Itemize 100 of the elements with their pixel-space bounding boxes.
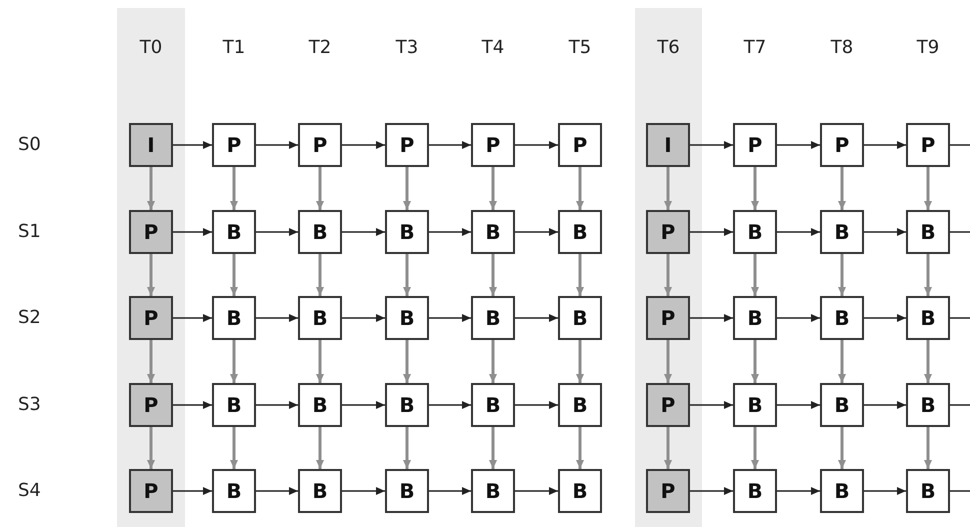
frame-box: B	[558, 210, 602, 254]
arrow	[147, 427, 155, 469]
column-label: T6	[657, 38, 680, 58]
arrow	[147, 340, 155, 383]
frame-box: B	[298, 296, 342, 340]
arrow	[838, 340, 846, 383]
frame-box: B	[385, 210, 429, 254]
arrow	[690, 401, 733, 409]
arrow	[751, 167, 759, 210]
arrow	[230, 340, 238, 383]
arrow	[864, 401, 906, 409]
arrow	[173, 228, 212, 236]
arrow	[173, 401, 212, 409]
arrow	[230, 427, 238, 469]
frame-box: B	[733, 296, 777, 340]
arrow	[576, 427, 584, 469]
frame-box: P	[646, 469, 690, 513]
arrow	[147, 167, 155, 210]
frame-box: P	[471, 123, 515, 167]
frame-box: B	[820, 469, 864, 513]
frame-box: I	[129, 123, 173, 167]
frame-box: B	[471, 210, 515, 254]
arrow	[256, 487, 298, 495]
frame-box: P	[646, 210, 690, 254]
arrow	[147, 254, 155, 296]
frame-box: B	[733, 210, 777, 254]
frame-box: B	[558, 469, 602, 513]
frame-box: B	[212, 469, 256, 513]
row-label: S0	[18, 135, 41, 155]
arrow	[515, 141, 558, 149]
arrow	[403, 340, 411, 383]
arrow	[777, 141, 820, 149]
arrow	[515, 487, 558, 495]
frame-box: B	[385, 383, 429, 427]
frame-box: P	[129, 296, 173, 340]
arrow	[690, 228, 733, 236]
arrow	[489, 167, 497, 210]
frame-box: P	[906, 123, 950, 167]
arrow	[316, 427, 324, 469]
frame-box: P	[646, 383, 690, 427]
arrow	[256, 141, 298, 149]
column-band	[117, 8, 185, 527]
arrow	[316, 340, 324, 383]
arrow	[429, 141, 471, 149]
frame-box: I	[646, 123, 690, 167]
frame-box: P	[129, 383, 173, 427]
arrow	[664, 254, 672, 296]
frame-box: P	[646, 296, 690, 340]
arrow	[173, 314, 212, 322]
arrow	[690, 487, 733, 495]
arrow	[489, 427, 497, 469]
frame-box: B	[820, 383, 864, 427]
arrow	[777, 314, 820, 322]
frame-box: P	[129, 469, 173, 513]
column-label: T3	[396, 38, 418, 58]
arrow	[429, 487, 471, 495]
frame-box: B	[385, 469, 429, 513]
frame-box: B	[906, 210, 950, 254]
frame-box: P	[385, 123, 429, 167]
arrow	[256, 228, 298, 236]
column-label: T7	[744, 38, 766, 58]
arrow	[230, 167, 238, 210]
arrow	[751, 254, 759, 296]
arrow	[576, 254, 584, 296]
arrow	[429, 228, 471, 236]
arrow	[924, 427, 932, 469]
column-label: T2	[308, 38, 332, 58]
arrow	[342, 487, 385, 495]
row-label: S2	[18, 308, 41, 328]
arrow	[316, 167, 324, 210]
arrow	[342, 141, 385, 149]
arrow	[864, 228, 906, 236]
arrow	[864, 141, 906, 149]
arrow	[515, 228, 558, 236]
frame-box: B	[906, 469, 950, 513]
arrow	[838, 167, 846, 210]
arrow	[751, 340, 759, 383]
row-label: S4	[18, 481, 41, 501]
frame-box: P	[298, 123, 342, 167]
arrow	[256, 401, 298, 409]
frame-box: B	[298, 383, 342, 427]
arrow	[777, 487, 820, 495]
arrow	[429, 314, 471, 322]
arrow	[403, 427, 411, 469]
arrow	[777, 401, 820, 409]
arrow	[256, 314, 298, 322]
column-label: T0	[140, 38, 162, 58]
frame-box: P	[558, 123, 602, 167]
frame-box: B	[906, 383, 950, 427]
arrow	[924, 254, 932, 296]
arrow	[576, 167, 584, 210]
arrow	[342, 401, 385, 409]
frame-box: P	[820, 123, 864, 167]
frame-box: B	[471, 296, 515, 340]
arrow	[864, 487, 906, 495]
frame-box: B	[558, 296, 602, 340]
frame-box: B	[298, 469, 342, 513]
column-label: T5	[568, 38, 592, 58]
arrow	[690, 141, 733, 149]
arrow	[230, 254, 238, 296]
